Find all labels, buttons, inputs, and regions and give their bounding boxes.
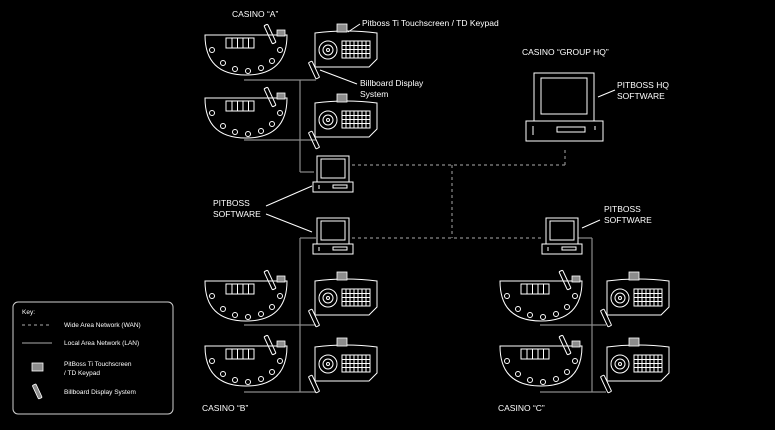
pitboss-software-label-line2: SOFTWARE [213, 209, 261, 219]
key-touch-label-line1: PitBoss Ti Touchscreen [64, 361, 132, 368]
casino-c-software-line1: PITBOSS [604, 204, 641, 214]
billboard-key-icon [32, 383, 43, 400]
key-touch-label-line2: / TD Keypad [64, 370, 100, 377]
casino-c-gaming-table-1 [499, 269, 583, 322]
casino-b-title: CASINO “B” [202, 403, 248, 413]
casino-c-table-unit-2 [599, 337, 670, 394]
casino-a-table-unit-1 [307, 23, 378, 80]
key-billboard-label: Billboard Display System [64, 389, 136, 396]
casino-b-gaming-table-1 [204, 269, 288, 322]
key-wan-label: Wide Area Network (WAN) [64, 322, 141, 329]
wan-links [352, 148, 566, 239]
casino-c-software-line2: SOFTWARE [604, 215, 652, 225]
legend-key: Key: Wide Area Network (WAN) Local Area … [12, 301, 174, 415]
hq-software-line2: SOFTWARE [617, 91, 665, 101]
casino-c-gaming-table-2 [499, 334, 583, 387]
casino-a-gaming-table-1 [204, 23, 288, 76]
casino-b-lan [244, 237, 316, 393]
casino-a-pitboss-pc [312, 155, 354, 193]
casino-b-pitboss-pc [312, 217, 354, 255]
hq-software-line1: PITBOSS HQ [617, 80, 669, 90]
touchscreen-callout: Pitboss Ti Touchscreen / TD Keypad [362, 18, 499, 28]
hq-computer [525, 72, 604, 142]
casino-hq-title: CASINO “GROUP HQ” [522, 47, 609, 57]
billboard-callout-line2: System [360, 89, 388, 99]
key-title: Key: [22, 309, 35, 316]
casino-c-table-unit-1 [599, 271, 670, 328]
casino-c-pitboss-pc [541, 217, 583, 255]
casino-b-table-unit-1 [307, 271, 378, 328]
casino-b-gaming-table-2 [204, 334, 288, 387]
key-lan-label: Local Area Network (LAN) [64, 340, 139, 347]
touchscreen-key-icon [31, 362, 44, 372]
casino-a-table-unit-2 [307, 93, 378, 150]
casino-b-table-unit-2 [307, 337, 378, 394]
casino-a-title: CASINO “A” [232, 9, 278, 19]
casino-a-lan [244, 79, 316, 173]
casino-c-lan [540, 237, 606, 393]
billboard-callout-line1: Billboard Display [360, 78, 424, 88]
casino-c-title: CASINO “C” [498, 403, 545, 413]
casino-a-gaming-table-2 [204, 86, 288, 139]
pitboss-software-label-line1: PITBOSS [213, 198, 250, 208]
